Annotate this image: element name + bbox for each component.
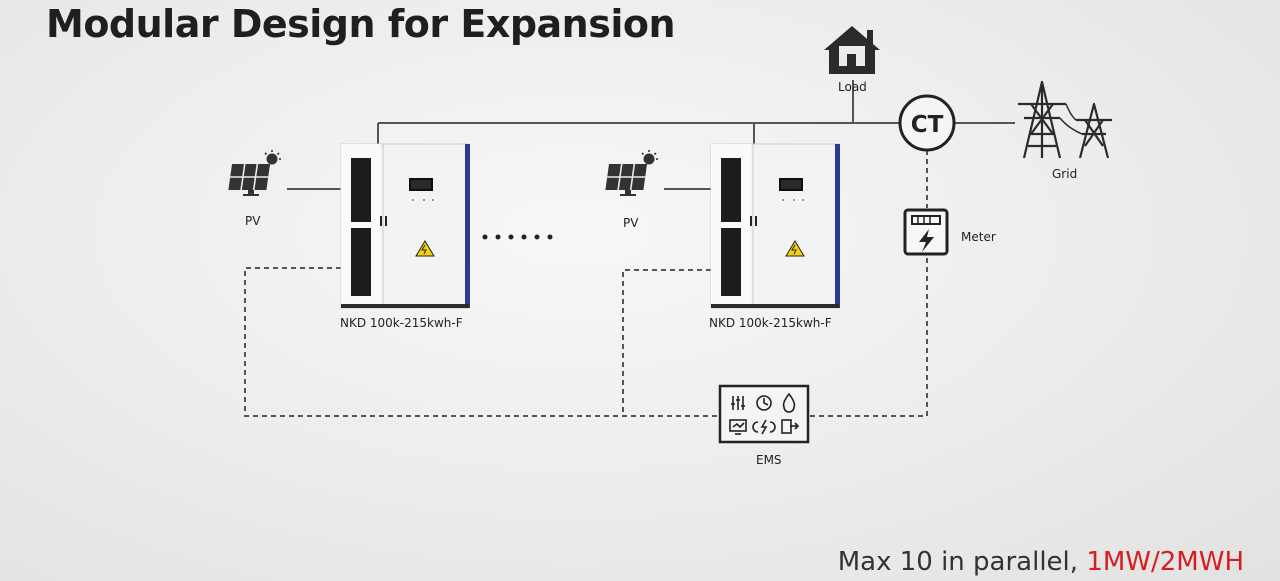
solar-panel-icon	[604, 149, 659, 197]
cabinet-label-1: NKD 100k-215kwh-F	[340, 316, 463, 330]
cabinet-label-2: NKD 100k-215kwh-F	[709, 316, 832, 330]
page-title: Modular Design for Expansion	[46, 2, 676, 46]
communication-lines	[244, 150, 928, 417]
grid-label: Grid	[1052, 167, 1078, 181]
capacity-note: Max 10 in parallel, 1MW/2MWH	[838, 547, 1244, 577]
ems-label: EMS	[756, 453, 782, 467]
meter-icon	[903, 208, 949, 256]
solar-panel-icon	[227, 149, 282, 197]
pv-label-2: PV	[623, 216, 639, 230]
house-icon	[824, 26, 880, 74]
battery-cabinet-1	[340, 143, 471, 309]
capacity-highlight: 1MW/2MWH	[1086, 547, 1244, 577]
pylon-icon	[1018, 80, 1112, 159]
battery-cabinet-2	[710, 143, 841, 309]
ct-label: CT	[911, 112, 944, 138]
ems-icon	[718, 384, 810, 444]
load-label: Load	[838, 80, 867, 94]
capacity-note-text: Max 10 in parallel,	[837, 547, 1087, 577]
pv-label-1: PV	[245, 214, 261, 228]
meter-label: Meter	[961, 230, 996, 244]
ellipsis-dots	[482, 234, 553, 240]
ac-bus-lines	[287, 80, 1015, 190]
ct-icon: CT	[898, 94, 956, 152]
